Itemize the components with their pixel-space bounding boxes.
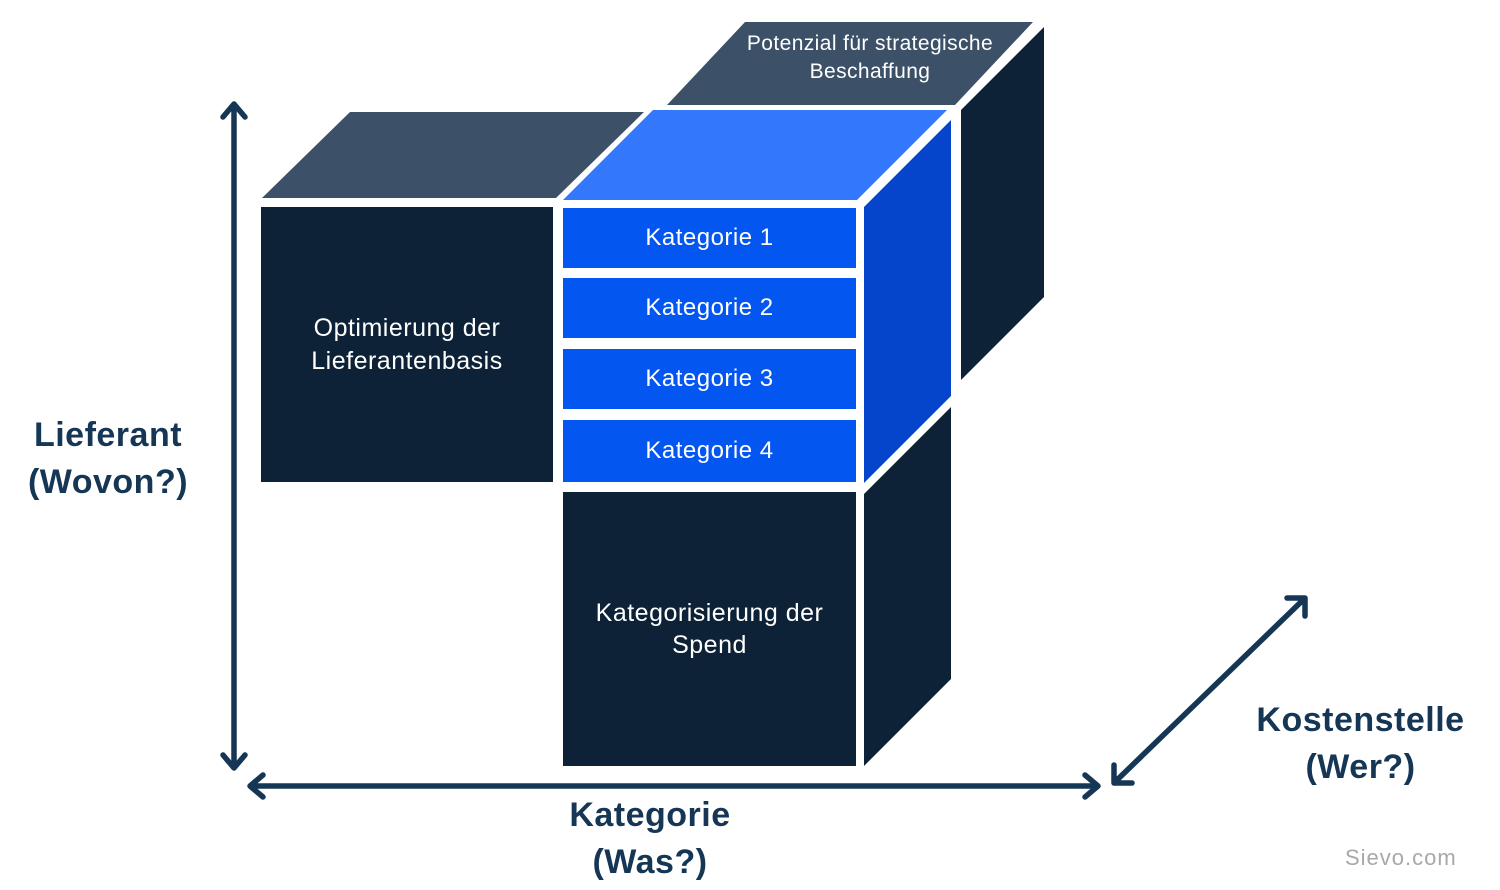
potenzial-label: Potenzial für strategische Beschaffung	[705, 30, 1035, 85]
category-axis-line1: Kategorie	[569, 796, 731, 834]
sievo-watermark: Sievo.com	[1345, 845, 1457, 870]
category-3-label: Kategorie 3	[645, 365, 774, 392]
supplier-top-face	[262, 112, 644, 198]
category-side-face	[864, 120, 951, 483]
category-1-box: Kategorie 1	[563, 208, 856, 268]
potenzial-label-line2: Beschaffung	[809, 59, 931, 83]
costcenter-axis-line2: (Wer?)	[1305, 748, 1416, 786]
supplier-optimization-line2: Lieferantenbasis	[311, 346, 503, 375]
category-axis-line2: (Was?)	[592, 843, 708, 881]
category-2-label: Kategorie 2	[645, 294, 774, 321]
spend-side-face	[864, 407, 951, 766]
potenzial-top-face	[667, 22, 1033, 105]
supplier-optimization-box: Optimierung der Lieferantenbasis	[261, 207, 553, 482]
category-axis-label: Kategorie (Was?)	[500, 792, 800, 886]
spend-categorization-line1: Kategorisierung der	[595, 598, 824, 627]
costcenter-axis-arrow	[1111, 595, 1308, 786]
supplier-axis-arrow	[220, 101, 248, 771]
costcenter-axis-label: Kostenstelle (Wer?)	[1213, 697, 1500, 791]
spend-categorization-line2: Spend	[672, 631, 747, 659]
category-4-box: Kategorie 4	[563, 420, 856, 482]
supplier-optimization-line1: Optimierung der	[313, 314, 501, 342]
costcenter-axis-line1: Kostenstelle	[1256, 701, 1465, 739]
supplier-axis-line1: Lieferant	[33, 416, 183, 454]
category-3-box: Kategorie 3	[563, 349, 856, 409]
spend-categorization-box: Kategorisierung der Spend	[563, 492, 856, 766]
supplier-axis-line2: (Wovon?)	[27, 463, 189, 501]
category-axis-arrow	[247, 772, 1101, 800]
supplier-axis-label: Lieferant (Wovon?)	[0, 412, 216, 506]
category-top-face	[563, 110, 947, 200]
category-2-box: Kategorie 2	[563, 278, 856, 338]
potenzial-side-face	[961, 27, 1044, 380]
category-4-label: Kategorie 4	[645, 437, 774, 464]
category-1-label: Kategorie 1	[645, 224, 774, 251]
potenzial-label-line1: Potenzial für strategische	[746, 32, 994, 55]
